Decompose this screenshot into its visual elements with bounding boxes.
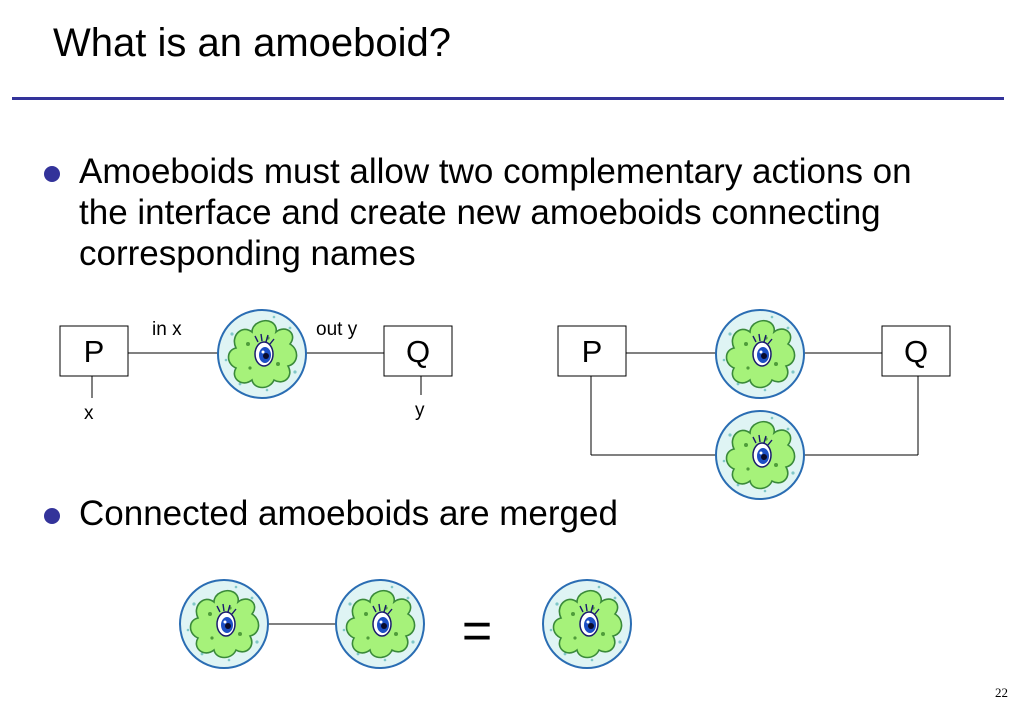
page-number: 22 (995, 685, 1008, 700)
box-q-label: Q (904, 334, 928, 369)
process-box-p (557, 325, 627, 377)
box-p-label: P (582, 334, 603, 369)
bullet-dot (44, 508, 60, 524)
process-box-q (383, 325, 453, 377)
bullet-text: Connected amoeboids are merged (79, 494, 618, 533)
process-box-p (59, 325, 129, 377)
out-label: out y (316, 319, 358, 340)
title-divider (12, 97, 1004, 100)
equals-sign: = (462, 602, 492, 660)
bullet-dot (44, 166, 60, 182)
amoeba-icon (715, 309, 805, 399)
diagram-left: P Q in x out y x y (59, 309, 453, 424)
box-q-label: Q (406, 334, 430, 369)
bullet-item: Amoeboids must allow two complementary a… (44, 152, 929, 275)
amoeba-icon (179, 579, 269, 669)
in-label: in x (152, 319, 182, 340)
process-box-q (881, 325, 951, 377)
box-p-label: P (84, 334, 105, 369)
amoeba-icon (217, 309, 307, 399)
slide-title: What is an amoeboid? (53, 21, 452, 65)
amoeba-icon (542, 579, 632, 669)
diagram-merge: = (179, 579, 632, 669)
amoeba-icon (335, 579, 425, 669)
amoeba-icon (715, 410, 805, 500)
x-label: x (84, 403, 94, 424)
bullet-text: Amoeboids must allow two complementary a… (79, 152, 912, 273)
y-label: y (415, 400, 425, 421)
bullet-item: Connected amoeboids are merged (44, 494, 618, 535)
diagram-right: P Q (557, 309, 951, 500)
